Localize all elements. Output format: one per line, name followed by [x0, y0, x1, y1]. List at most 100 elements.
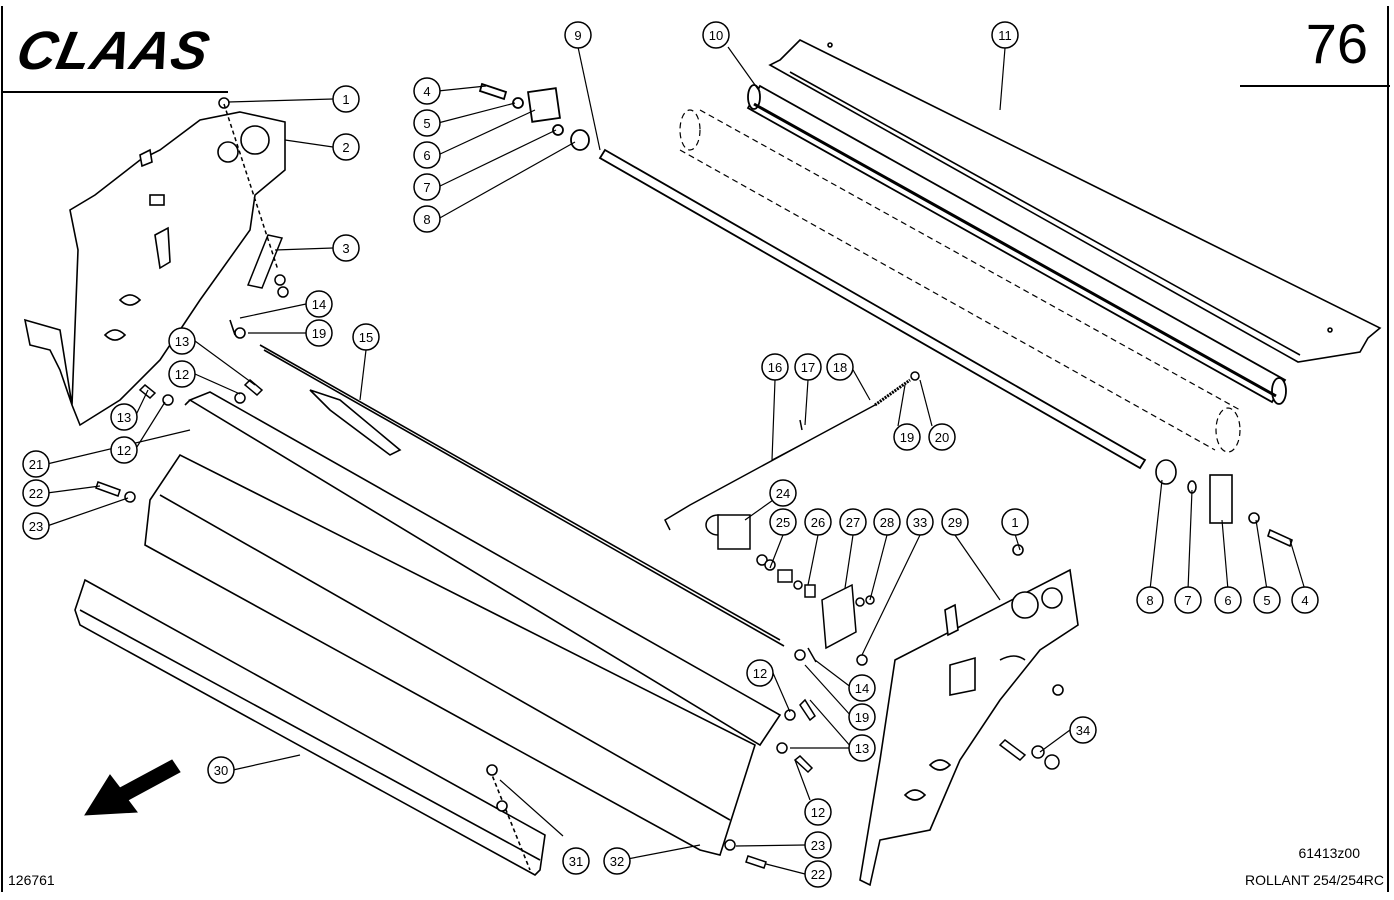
callout: 22 [804, 860, 832, 888]
svg-text:33: 33 [913, 515, 927, 530]
svg-text:7: 7 [1184, 593, 1191, 608]
svg-text:4: 4 [1301, 593, 1308, 608]
svg-text:19: 19 [900, 430, 914, 445]
svg-text:31: 31 [569, 854, 583, 869]
callout: 13 [110, 403, 138, 431]
svg-text:26: 26 [811, 515, 825, 530]
top-cover-sheet [768, 39, 1382, 363]
deflector-plate [184, 391, 782, 747]
page-number: 76 [1305, 12, 1368, 75]
svg-text:1: 1 [1011, 515, 1018, 530]
callout: 8 [1136, 586, 1164, 614]
callout: 1 [1001, 508, 1029, 536]
callout: 23 [804, 831, 832, 859]
svg-text:5: 5 [423, 116, 430, 131]
callout: 12 [746, 659, 774, 687]
svg-text:12: 12 [811, 805, 825, 820]
callout: 14 [848, 674, 876, 702]
svg-text:17: 17 [801, 360, 815, 375]
callout: 27 [839, 508, 867, 536]
callout: 15 [352, 323, 380, 351]
svg-text:30: 30 [214, 763, 228, 778]
svg-text:29: 29 [948, 515, 962, 530]
svg-text:20: 20 [935, 430, 949, 445]
callout: 19 [848, 703, 876, 731]
svg-text:27: 27 [846, 515, 860, 530]
svg-text:14: 14 [855, 681, 869, 696]
svg-text:23: 23 [811, 838, 825, 853]
callout: 1 [332, 85, 360, 113]
svg-text:9: 9 [574, 28, 581, 43]
svg-text:13: 13 [117, 410, 131, 425]
svg-text:7: 7 [423, 180, 430, 195]
lower-guide [74, 578, 546, 876]
svg-text:16: 16 [768, 360, 782, 375]
drawing-number: 61413z00 [1298, 845, 1360, 861]
svg-text:32: 32 [610, 854, 624, 869]
reference-number: 126761 [8, 872, 55, 888]
callout: 16 [761, 353, 789, 381]
svg-text:22: 22 [29, 486, 43, 501]
callout: 4 [413, 77, 441, 105]
spring-linkage [664, 371, 920, 531]
actuator-group [705, 514, 875, 666]
svg-text:13: 13 [855, 741, 869, 756]
callout: 21 [22, 450, 50, 478]
roller-shaft [478, 82, 1147, 470]
callout: 23 [22, 512, 50, 540]
roller-outline-dashed [679, 109, 1241, 453]
callout: 11 [991, 21, 1019, 49]
svg-text:15: 15 [359, 330, 373, 345]
svg-text:5: 5 [1263, 593, 1270, 608]
callout: 4 [1291, 586, 1319, 614]
svg-text:24: 24 [776, 486, 790, 501]
svg-text:12: 12 [175, 367, 189, 382]
callout: 14 [305, 290, 333, 318]
svg-text:6: 6 [423, 148, 430, 163]
callout: 19 [893, 423, 921, 451]
direction-arrow-icon [84, 759, 181, 816]
callout: 19 [305, 319, 333, 347]
callout: 17 [794, 353, 822, 381]
callout: 10 [702, 21, 730, 49]
callout: 13 [168, 327, 196, 355]
callout: 26 [804, 508, 832, 536]
right-bearing-group [1155, 459, 1293, 548]
svg-text:14: 14 [312, 297, 326, 312]
callout: 6 [1214, 586, 1242, 614]
svg-text:11: 11 [998, 28, 1012, 43]
svg-text:2: 2 [342, 140, 349, 155]
callout: 12 [110, 436, 138, 464]
callout: 22 [22, 479, 50, 507]
callout: 3 [332, 234, 360, 262]
right-side-panel [859, 544, 1079, 887]
svg-text:28: 28 [880, 515, 894, 530]
support-rod [229, 319, 785, 647]
callout-layer: 1 2 3 4 5 6 7 8 9 10 11 14 19 15 13 12 1… [22, 21, 1319, 888]
svg-text:12: 12 [117, 443, 131, 458]
svg-text:34: 34 [1076, 723, 1090, 738]
callout: 29 [941, 508, 969, 536]
title-frame [1, 6, 1390, 892]
callout: 2 [332, 133, 360, 161]
svg-text:4: 4 [423, 84, 430, 99]
callout: 30 [207, 756, 235, 784]
svg-text:25: 25 [776, 515, 790, 530]
stay-bracket [218, 97, 289, 298]
callout: 7 [413, 173, 441, 201]
leader-lines [46, 46, 1306, 875]
svg-text:18: 18 [833, 360, 847, 375]
svg-text:13: 13 [175, 334, 189, 349]
callout: 34 [1069, 716, 1097, 744]
callout: 7 [1174, 586, 1202, 614]
callout: 12 [804, 798, 832, 826]
callout: 24 [769, 479, 797, 507]
svg-text:8: 8 [1146, 593, 1153, 608]
callout: 31 [562, 847, 590, 875]
svg-text:21: 21 [29, 457, 43, 472]
svg-text:6: 6 [1224, 593, 1231, 608]
callout: 18 [826, 353, 854, 381]
main-cover [144, 453, 756, 856]
svg-text:23: 23 [29, 519, 43, 534]
